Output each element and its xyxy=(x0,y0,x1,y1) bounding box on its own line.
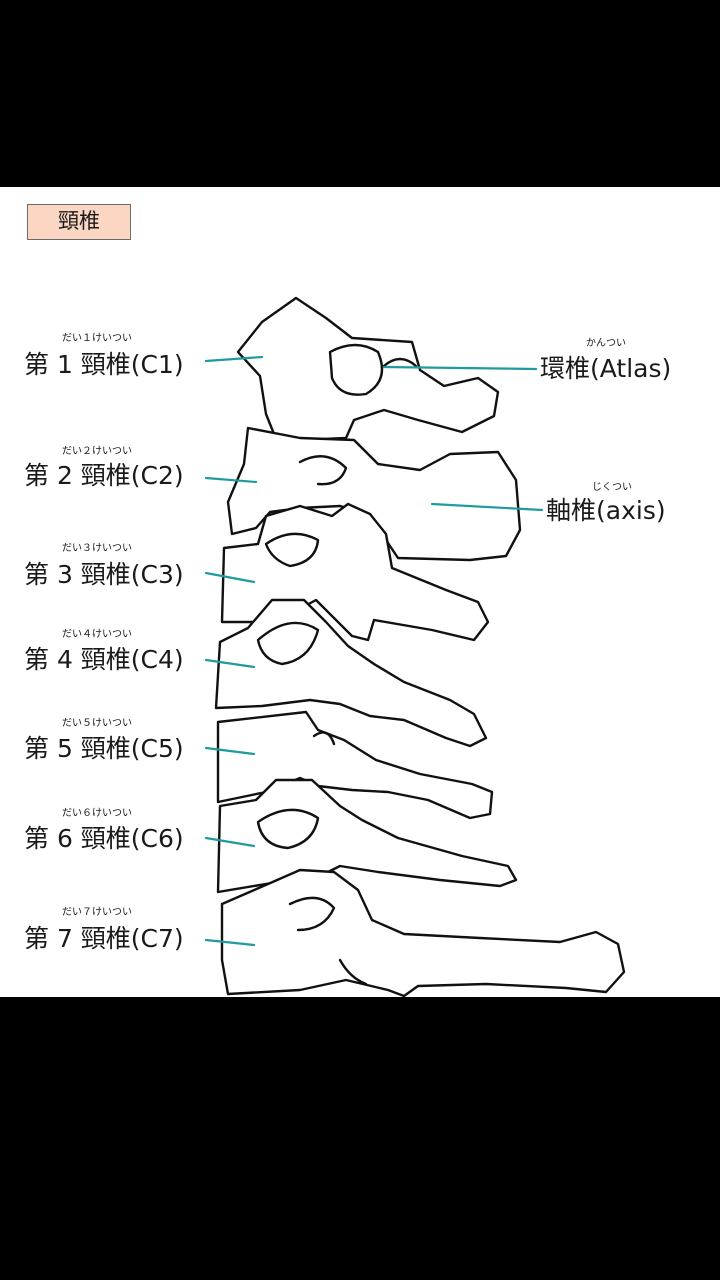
c6-label: 第 6 頸椎(C6) xyxy=(24,824,184,853)
leader-line-c2 xyxy=(204,476,258,484)
leader-line-c1 xyxy=(204,355,264,363)
c1-label: 第 1 頸椎(C1) xyxy=(24,350,184,379)
c5-reading: だい５けいつい xyxy=(62,718,132,729)
atlas-reading: かんつい xyxy=(586,338,626,349)
diagram-title: 頸椎 xyxy=(27,204,131,240)
c3-label: 第 3 頸椎(C3) xyxy=(24,560,184,589)
c7-reading: だい７けいつい xyxy=(62,907,132,918)
c1-reading: だい１けいつい xyxy=(62,333,132,344)
c6-reading: だい６けいつい xyxy=(62,808,132,819)
leader-line-c7 xyxy=(204,938,256,947)
c4-reading: だい４けいつい xyxy=(62,629,132,640)
vertebra-c7 xyxy=(220,868,626,998)
axis-label: 軸椎(axis) xyxy=(546,496,666,525)
vertebra-c4 xyxy=(214,598,488,748)
c2-reading: だい２けいつい xyxy=(62,446,132,457)
leader-line-c4 xyxy=(204,658,256,669)
c2-label: 第 2 頸椎(C2) xyxy=(24,461,184,490)
c3-reading: だい３けいつい xyxy=(62,543,132,554)
leader-line-atlas xyxy=(382,365,538,371)
leader-line-axis xyxy=(430,502,544,512)
axis-reading: じくつい xyxy=(592,482,632,493)
c7-label: 第 7 頸椎(C7) xyxy=(24,924,184,953)
c4-label: 第 4 頸椎(C4) xyxy=(24,645,184,674)
atlas-label: 環椎(Atlas) xyxy=(540,354,672,383)
c5-label: 第 5 頸椎(C5) xyxy=(24,734,184,763)
leader-line-c3 xyxy=(204,571,256,584)
leader-line-c5 xyxy=(204,746,256,756)
leader-line-c6 xyxy=(204,836,256,848)
